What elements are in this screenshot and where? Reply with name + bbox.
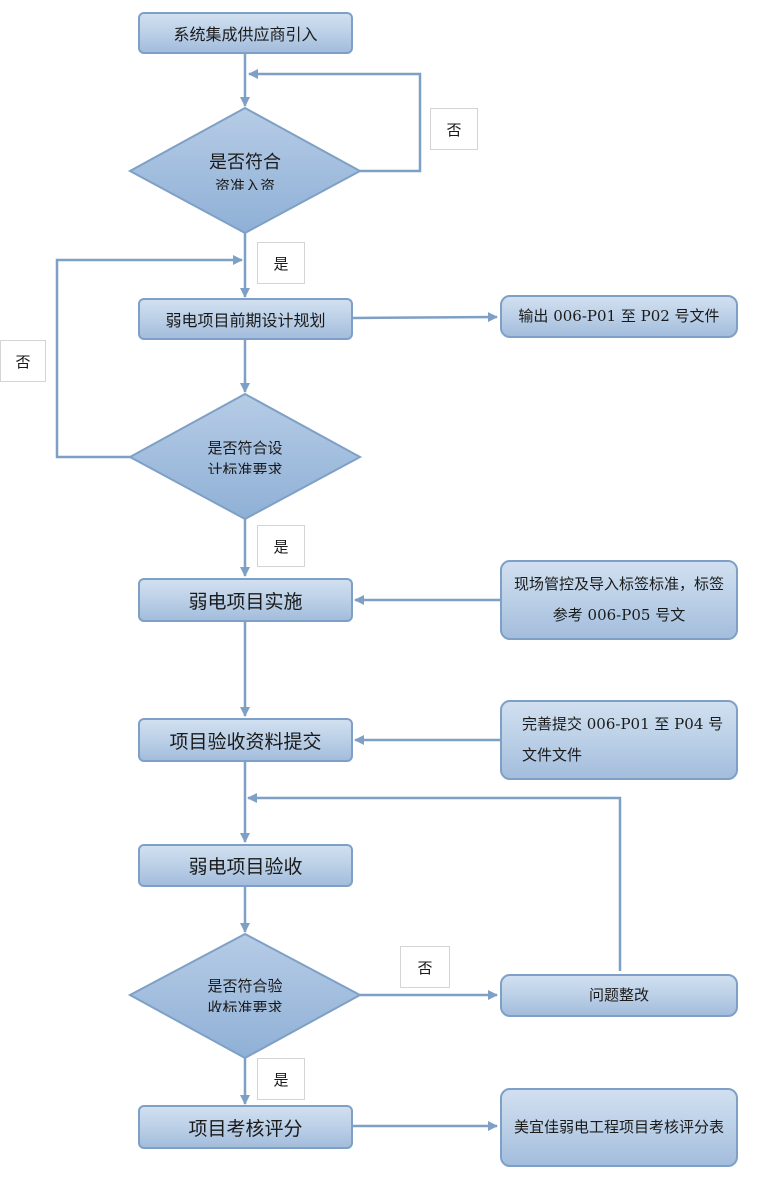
yes-label-decision3: 是 [257, 1058, 305, 1100]
loop-decision1-no [248, 69, 422, 173]
output-design-files: 输出 006-P01 至 P02 号文件 [500, 295, 738, 338]
loop-decision2-no [55, 255, 243, 459]
decision1-diamond [127, 106, 363, 235]
decision2-line1: 是否符合设 [207, 439, 283, 457]
yes-label-decision2: 是 [257, 525, 305, 567]
output-evaluation-form-label: 美宜佳弱电工程项目考核评分表 [513, 1118, 724, 1136]
loop-rework [247, 793, 622, 971]
step-design-planning-label: 弱电项目前期设计规划 [165, 311, 326, 330]
output-design-files-label: 输出 006-P01 至 P02 号文件 [518, 307, 720, 325]
decision1-line2: 资准入资 [214, 177, 275, 191]
note-submit-files: 完善提交 006-P01 至 P04 号文件文件 [500, 700, 738, 780]
no-label-decision3: 否 [400, 946, 450, 988]
no-label-decision2: 否 [0, 340, 46, 382]
output-evaluation-form: 美宜佳弱电工程项目考核评分表 [500, 1088, 738, 1167]
step-supplier-intro-label: 系统集成供应商引入 [173, 25, 318, 44]
step-rework-label: 问题整改 [588, 986, 649, 1004]
decision1-line1: 是否符合 [209, 152, 281, 173]
yes-label-decision1: 是 [257, 242, 305, 284]
no-label-decision1: 否 [430, 108, 478, 150]
step-design-planning: 弱电项目前期设计规划 [138, 298, 353, 340]
step-acceptance-docs: 项目验收资料提交 [138, 718, 353, 762]
decision2-diamond [127, 392, 363, 521]
connector-step2-output [352, 312, 498, 323]
step-implementation: 弱电项目实施 [138, 578, 353, 622]
note-site-control: 现场管控及导入标签标准，标签参考 006-P05 号文 [500, 560, 738, 640]
decision2-label: 是否符合设 计标准要求 [180, 438, 310, 474]
step-acceptance-docs-label: 项目验收资料提交 [169, 730, 322, 753]
decision3-line1: 是否符合验 [207, 977, 283, 995]
decision1-label: 是否符合 资准入资 [180, 150, 310, 190]
decision2-line2: 计标准要求 [207, 460, 283, 474]
step-evaluation: 项目考核评分 [138, 1105, 353, 1149]
step-acceptance: 弱电项目验收 [138, 844, 353, 887]
step-implementation-label: 弱电项目实施 [188, 590, 303, 613]
step-rework: 问题整改 [500, 974, 738, 1017]
step-evaluation-label: 项目考核评分 [188, 1117, 303, 1140]
step-supplier-intro: 系统集成供应商引入 [138, 12, 353, 54]
decision3-label: 是否符合验 收标准要求 [180, 976, 310, 1012]
decision3-line2: 收标准要求 [207, 998, 283, 1012]
note-submit-files-label: 完善提交 006-P01 至 P04 号文件文件 [522, 715, 724, 764]
decision3-diamond [127, 932, 363, 1060]
note-site-control-label: 现场管控及导入标签标准，标签参考 006-P05 号文 [513, 575, 724, 624]
step-acceptance-label: 弱电项目验收 [188, 856, 303, 878]
